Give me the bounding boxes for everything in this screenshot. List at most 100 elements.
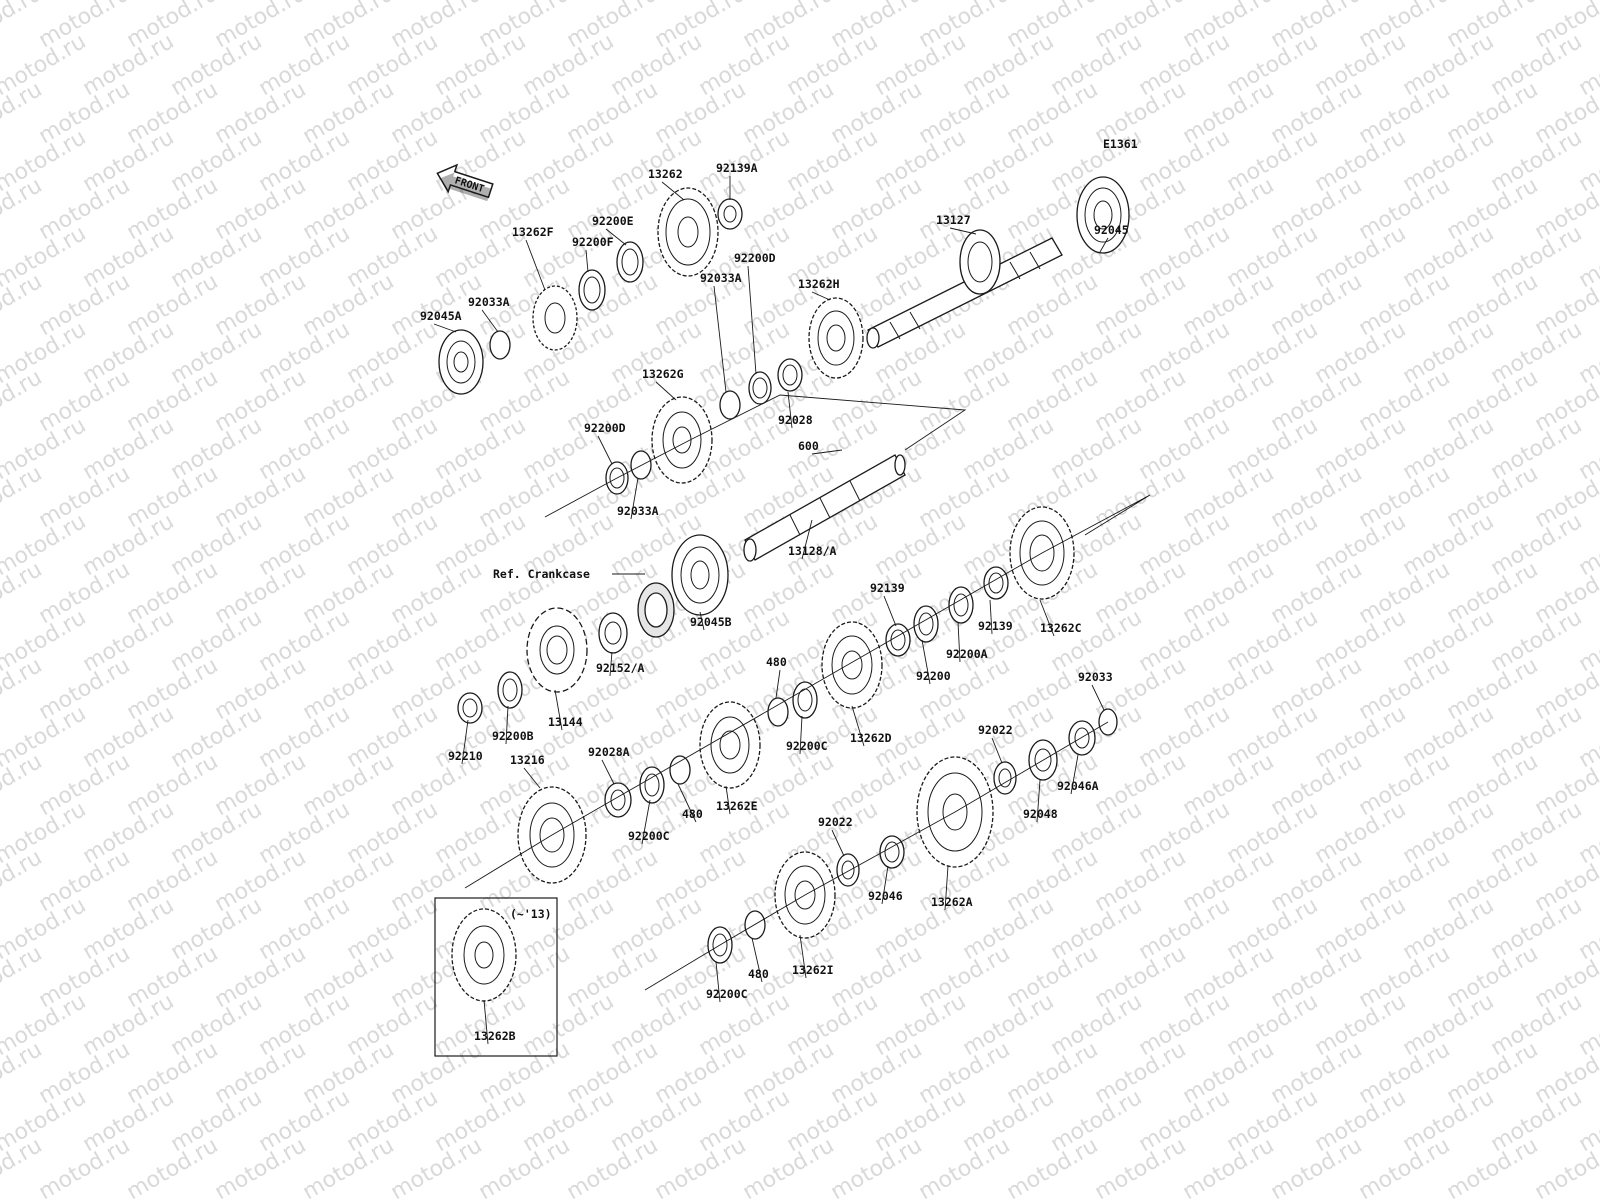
ref-crankcase-label: Ref. Crankcase bbox=[493, 567, 590, 581]
part-label-13262C: 13262C bbox=[1040, 621, 1082, 635]
leader-line bbox=[957, 621, 961, 663]
bush-92139A bbox=[717, 198, 743, 230]
washer-92022-b bbox=[836, 853, 860, 887]
gear-13262D bbox=[821, 621, 883, 709]
leader-line bbox=[433, 323, 457, 333]
gear-13127 bbox=[959, 229, 1001, 295]
seal-ref-crankcase bbox=[637, 582, 675, 638]
leader-line bbox=[715, 961, 721, 1003]
part-label-92152-A: 92152/A bbox=[596, 661, 645, 675]
part-label-92028A: 92028A bbox=[588, 745, 630, 759]
bearing-92046A bbox=[1068, 720, 1096, 756]
leader-line bbox=[641, 799, 651, 845]
part-label-13262D: 13262D bbox=[850, 731, 892, 745]
sprocket-13144 bbox=[526, 607, 588, 693]
washer-92200C-a bbox=[792, 681, 818, 719]
part-label-92045B: 92045B bbox=[690, 615, 732, 629]
part-label-92200C: 92200C bbox=[628, 829, 670, 843]
part-label-480: 480 bbox=[748, 967, 769, 981]
gear-13262G bbox=[651, 396, 713, 484]
leader-line bbox=[609, 651, 613, 677]
circlip-92033A-top bbox=[489, 330, 511, 360]
inset-note: (~'13) bbox=[510, 907, 552, 921]
washer-92200E bbox=[616, 241, 644, 283]
leader-line bbox=[601, 759, 615, 785]
part-label-13216: 13216 bbox=[510, 753, 545, 767]
bearing-92045B bbox=[671, 534, 729, 616]
part-label-92200E: 92200E bbox=[592, 214, 634, 228]
circlip-92033A-mid bbox=[719, 390, 741, 420]
part-label-92200B: 92200B bbox=[492, 729, 534, 743]
leader-line bbox=[1036, 779, 1041, 823]
leader-line bbox=[921, 639, 931, 685]
leader-line bbox=[751, 937, 763, 983]
leader-line bbox=[883, 595, 897, 627]
leader-line bbox=[989, 599, 993, 635]
leader-line bbox=[483, 999, 489, 1045]
part-label-13262E: 13262E bbox=[716, 799, 758, 813]
leader-line bbox=[747, 265, 757, 375]
bush-92139-a bbox=[983, 566, 1009, 600]
part-label-92200: 92200 bbox=[916, 669, 951, 683]
circlip-480-c bbox=[744, 910, 766, 940]
part-label-92200A: 92200A bbox=[946, 647, 988, 661]
leader-line bbox=[481, 309, 499, 333]
shaft-13128-A bbox=[743, 454, 906, 562]
nut-92210 bbox=[457, 692, 483, 724]
part-label-13262B: 13262B bbox=[474, 1029, 516, 1043]
leader-line bbox=[713, 285, 727, 393]
leader-line bbox=[630, 477, 639, 520]
leader-line bbox=[461, 719, 469, 765]
leader-line bbox=[505, 705, 509, 745]
bush-92028A bbox=[604, 782, 632, 818]
part-label-600: 600 bbox=[798, 439, 819, 453]
collar-92152-A bbox=[598, 612, 628, 654]
leader-line bbox=[881, 865, 889, 905]
circlip-480-b bbox=[669, 755, 691, 785]
part-label-92139A: 92139A bbox=[716, 161, 758, 175]
part-label-92046A: 92046A bbox=[1057, 779, 1099, 793]
leader-line bbox=[725, 785, 731, 815]
washer-92200 bbox=[913, 605, 939, 643]
part-labels: 92139A1326292200E92200F13262F92033A92045… bbox=[420, 161, 1129, 1045]
part-label-13262I: 13262I bbox=[792, 963, 834, 977]
part-label-92033: 92033 bbox=[1078, 670, 1113, 684]
part-label-13127: 13127 bbox=[936, 213, 971, 227]
leader-line bbox=[585, 249, 589, 273]
washer-92200A bbox=[948, 586, 974, 624]
part-label-92033A: 92033A bbox=[700, 271, 742, 285]
bush-92028 bbox=[777, 358, 803, 392]
washer-92200B bbox=[497, 671, 523, 709]
part-label-92200C: 92200C bbox=[786, 739, 828, 753]
circlip-480-a bbox=[767, 697, 789, 727]
leader-line bbox=[661, 181, 685, 201]
washer-92200F bbox=[578, 269, 606, 311]
leader-line bbox=[787, 391, 793, 429]
inset-box-13262B: (~'13) bbox=[434, 897, 558, 1057]
leader-line bbox=[811, 449, 843, 455]
part-label-13262G: 13262G bbox=[642, 367, 684, 381]
leader-line bbox=[1039, 599, 1055, 637]
part-label-92048: 92048 bbox=[1023, 807, 1058, 821]
leader-line bbox=[523, 767, 541, 789]
part-label-92033A: 92033A bbox=[468, 295, 510, 309]
part-label-92022: 92022 bbox=[818, 815, 853, 829]
part-label-13262F: 13262F bbox=[512, 225, 554, 239]
part-label-13262H: 13262H bbox=[798, 277, 840, 291]
leader-line bbox=[801, 519, 813, 560]
part-label-13262A: 13262A bbox=[931, 895, 973, 909]
washer-92200D-a bbox=[748, 371, 772, 405]
washer-92200C-b bbox=[639, 766, 665, 804]
front-arrow-icon: FRONT bbox=[436, 163, 494, 202]
gear-13262F bbox=[532, 285, 578, 351]
leader-line bbox=[1091, 684, 1105, 711]
diagram-code: E1361 bbox=[1103, 137, 1138, 151]
bearing-92045 bbox=[1076, 176, 1130, 254]
leader-line bbox=[605, 228, 627, 246]
leader-line bbox=[851, 705, 865, 747]
gear-13262H bbox=[808, 297, 864, 379]
part-label-92028: 92028 bbox=[778, 413, 813, 427]
bearing-92045A bbox=[438, 329, 484, 395]
